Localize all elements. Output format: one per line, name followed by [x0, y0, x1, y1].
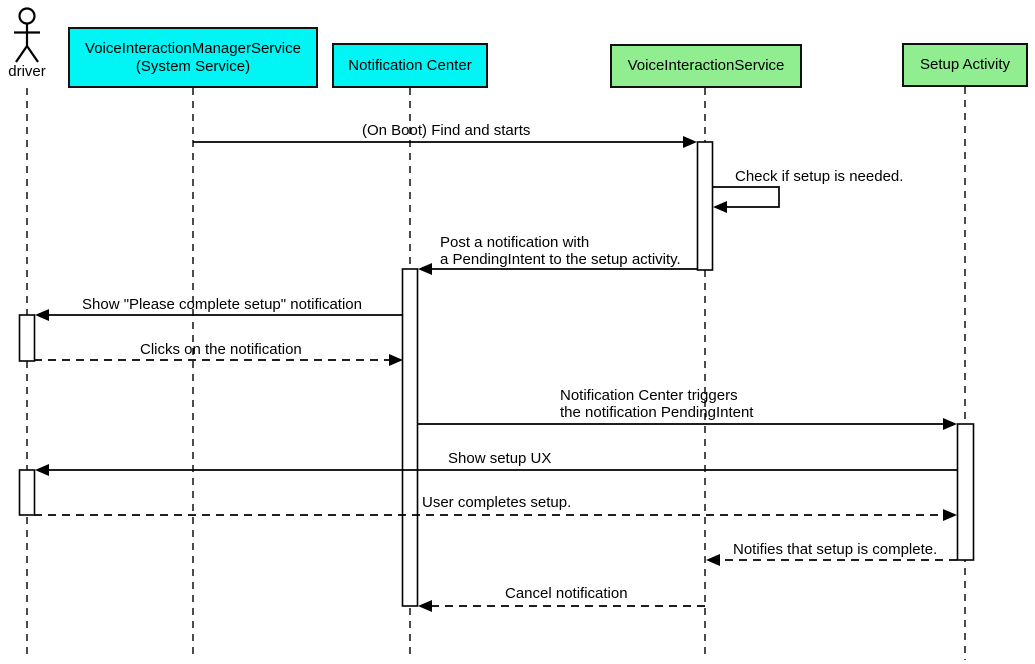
message-label-post-a-notification: Post a notification with a PendingIntent… [440, 234, 681, 268]
actor-head [18, 7, 36, 25]
actor-leg-right [26, 45, 39, 63]
actor-icon [14, 7, 40, 63]
message-label-show-setup-ux: Show setup UX [448, 450, 552, 467]
arrowhead-right-icon [683, 136, 697, 148]
activation-bars [18, 141, 975, 607]
participant-notification-center: Notification Center [332, 43, 488, 88]
participant-voiceinteractionmanagerservice: VoiceInteractionManagerService (System S… [68, 27, 318, 88]
arrowhead-left-icon [418, 263, 432, 275]
arrowhead-left-icon [418, 600, 432, 612]
participant-driver-label: driver [8, 63, 46, 80]
message-line-check-if-setup-is-needed [712, 186, 780, 208]
message-lines [34, 141, 957, 607]
participant-setup-activity: Setup Activity [902, 43, 1028, 87]
activation-bar-driver-1 [18, 314, 36, 362]
message-label-cancel-notification: Cancel notification [505, 585, 628, 602]
arrowhead-right-icon [389, 354, 403, 366]
arrowhead-left-icon [706, 554, 720, 566]
activation-bar-voiceinteractionservice [696, 141, 714, 271]
message-label-nc-triggers-pendingintent: Notification Center triggers the notific… [560, 387, 754, 421]
message-label-clicks-on-notification: Clicks on the notification [140, 341, 302, 358]
message-label-show-please-complete-setup: Show "Please complete setup" notificatio… [82, 296, 362, 313]
arrowhead-right-icon [943, 509, 957, 521]
actor-leg-left [15, 45, 28, 63]
arrowhead-left-icon [35, 309, 49, 321]
activation-bar-setup-activity [956, 423, 975, 561]
activation-bar-driver-2 [18, 469, 36, 516]
activation-bar-notification-center [401, 268, 419, 607]
message-arrowheads [35, 136, 957, 612]
message-label-user-completes-setup: User completes setup. [422, 494, 572, 511]
arrowhead-left-icon [35, 464, 49, 476]
message-label-check-if-setup-is-needed: Check if setup is needed. [735, 168, 904, 185]
message-label-notifies-setup-complete: Notifies that setup is complete. [733, 541, 938, 558]
participant-voiceinteractionservice: VoiceInteractionService [610, 44, 802, 88]
arrowhead-right-icon [943, 418, 957, 430]
arrowhead-left-icon [713, 201, 727, 213]
message-label-on-boot-find-and-starts: (On Boot) Find and starts [362, 122, 531, 139]
